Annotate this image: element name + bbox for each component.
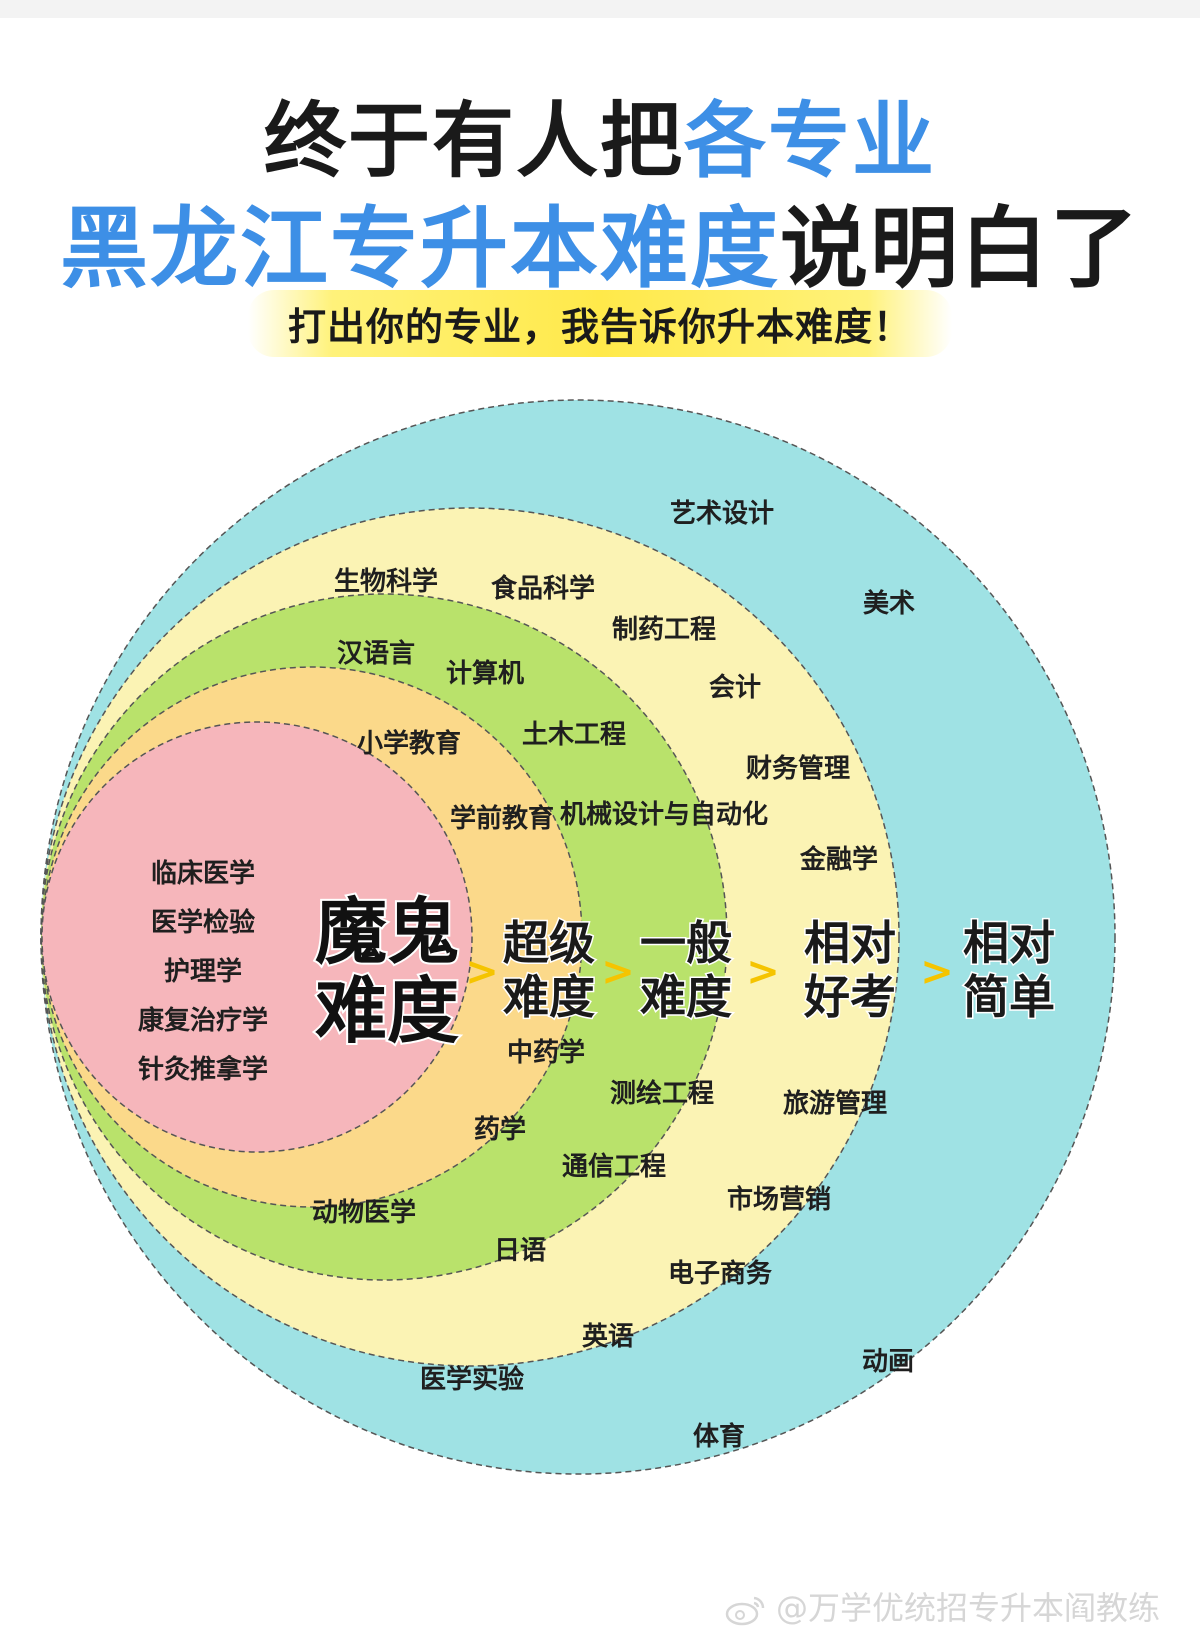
major-label: 财务管理 (746, 754, 850, 784)
title-line-2-plain: 说明白了 (780, 197, 1141, 300)
level-title-5-line-1: 相对 (963, 916, 1055, 970)
weibo-icon (725, 1596, 765, 1626)
major-label: 药学 (474, 1114, 526, 1145)
subtitle: 打出你的专业，我告诉你升本难度！ (247, 290, 952, 357)
level-title-3-line-1: 一般 (640, 916, 732, 970)
level-title-2-line-2: 难度 (503, 970, 595, 1024)
title-line-1-plain: 终于有人把 (263, 94, 684, 189)
major-label: 动画 (862, 1347, 914, 1377)
major-label: 土木工程 (522, 720, 626, 750)
arrow-icon: > (920, 949, 954, 995)
watermark: @万学优统招专升本阎教练 (724, 1583, 1160, 1629)
major-label: 针灸推拿学 (138, 1054, 268, 1085)
top-border (0, 0, 1200, 18)
major-label: 测绘工程 (610, 1078, 714, 1109)
major-label: 学前教育 (450, 803, 554, 834)
level-title-2-line-1: 超级 (503, 916, 595, 970)
major-label: 动物医学 (312, 1197, 416, 1228)
level-title-1-line-2: 难度 (315, 969, 459, 1053)
arrow-icon: > (601, 949, 635, 995)
major-label: 康复治疗学 (138, 1005, 268, 1036)
watermark-text: @万学优统招专升本阎教练 (775, 1589, 1160, 1627)
major-label: 市场营销 (727, 1184, 831, 1215)
major-label: 机械设计与自动化 (560, 799, 768, 830)
major-label: 通信工程 (562, 1152, 666, 1182)
major-label: 护理学 (164, 956, 242, 987)
level-title-5-line-2: 简单 (963, 970, 1055, 1024)
major-label: 旅游管理 (783, 1089, 887, 1119)
arrow-icon: > (746, 949, 780, 995)
title-line-1: 终于有人把各专业 (0, 74, 1200, 193)
major-label: 小学教育 (357, 728, 461, 759)
major-label: 电子商务 (668, 1258, 772, 1289)
major-label: 体育 (693, 1421, 745, 1452)
subtitle-banner: 打出你的专业，我告诉你升本难度！ (0, 290, 1200, 357)
major-label: 中药学 (507, 1037, 585, 1068)
level-title-1-line-1: 魔鬼 (315, 890, 459, 974)
level-title-3-line-2: 难度 (640, 970, 732, 1024)
major-label: 金融学 (799, 844, 878, 875)
major-label: 艺术设计 (670, 499, 774, 529)
major-label: 临床医学 (151, 858, 255, 889)
major-label: 汉语言 (337, 639, 415, 669)
title-line-2: 黑龙江专升本难度说明白了 (0, 178, 1200, 305)
major-label: 美术 (863, 588, 915, 619)
arrow-icon: > (465, 949, 499, 995)
title-line-2-highlight: 黑龙江专升本难度 (59, 197, 780, 300)
level-title-4-line-2: 好考 (803, 970, 896, 1024)
level-title-4-line-1: 相对 (804, 916, 896, 970)
major-label: 英语 (582, 1322, 634, 1352)
major-label: 会计 (709, 673, 761, 703)
major-label: 计算机 (446, 658, 524, 689)
major-label: 生物科学 (334, 566, 438, 597)
major-label: 制药工程 (612, 615, 716, 645)
major-label: 医学实验 (420, 1364, 524, 1395)
major-label: 日语 (494, 1236, 546, 1266)
ring-level-1 (41, 721, 473, 1153)
title-line-1-highlight: 各专业 (684, 94, 937, 189)
major-label: 食品科学 (491, 573, 595, 604)
major-label: 医学检验 (151, 907, 255, 938)
